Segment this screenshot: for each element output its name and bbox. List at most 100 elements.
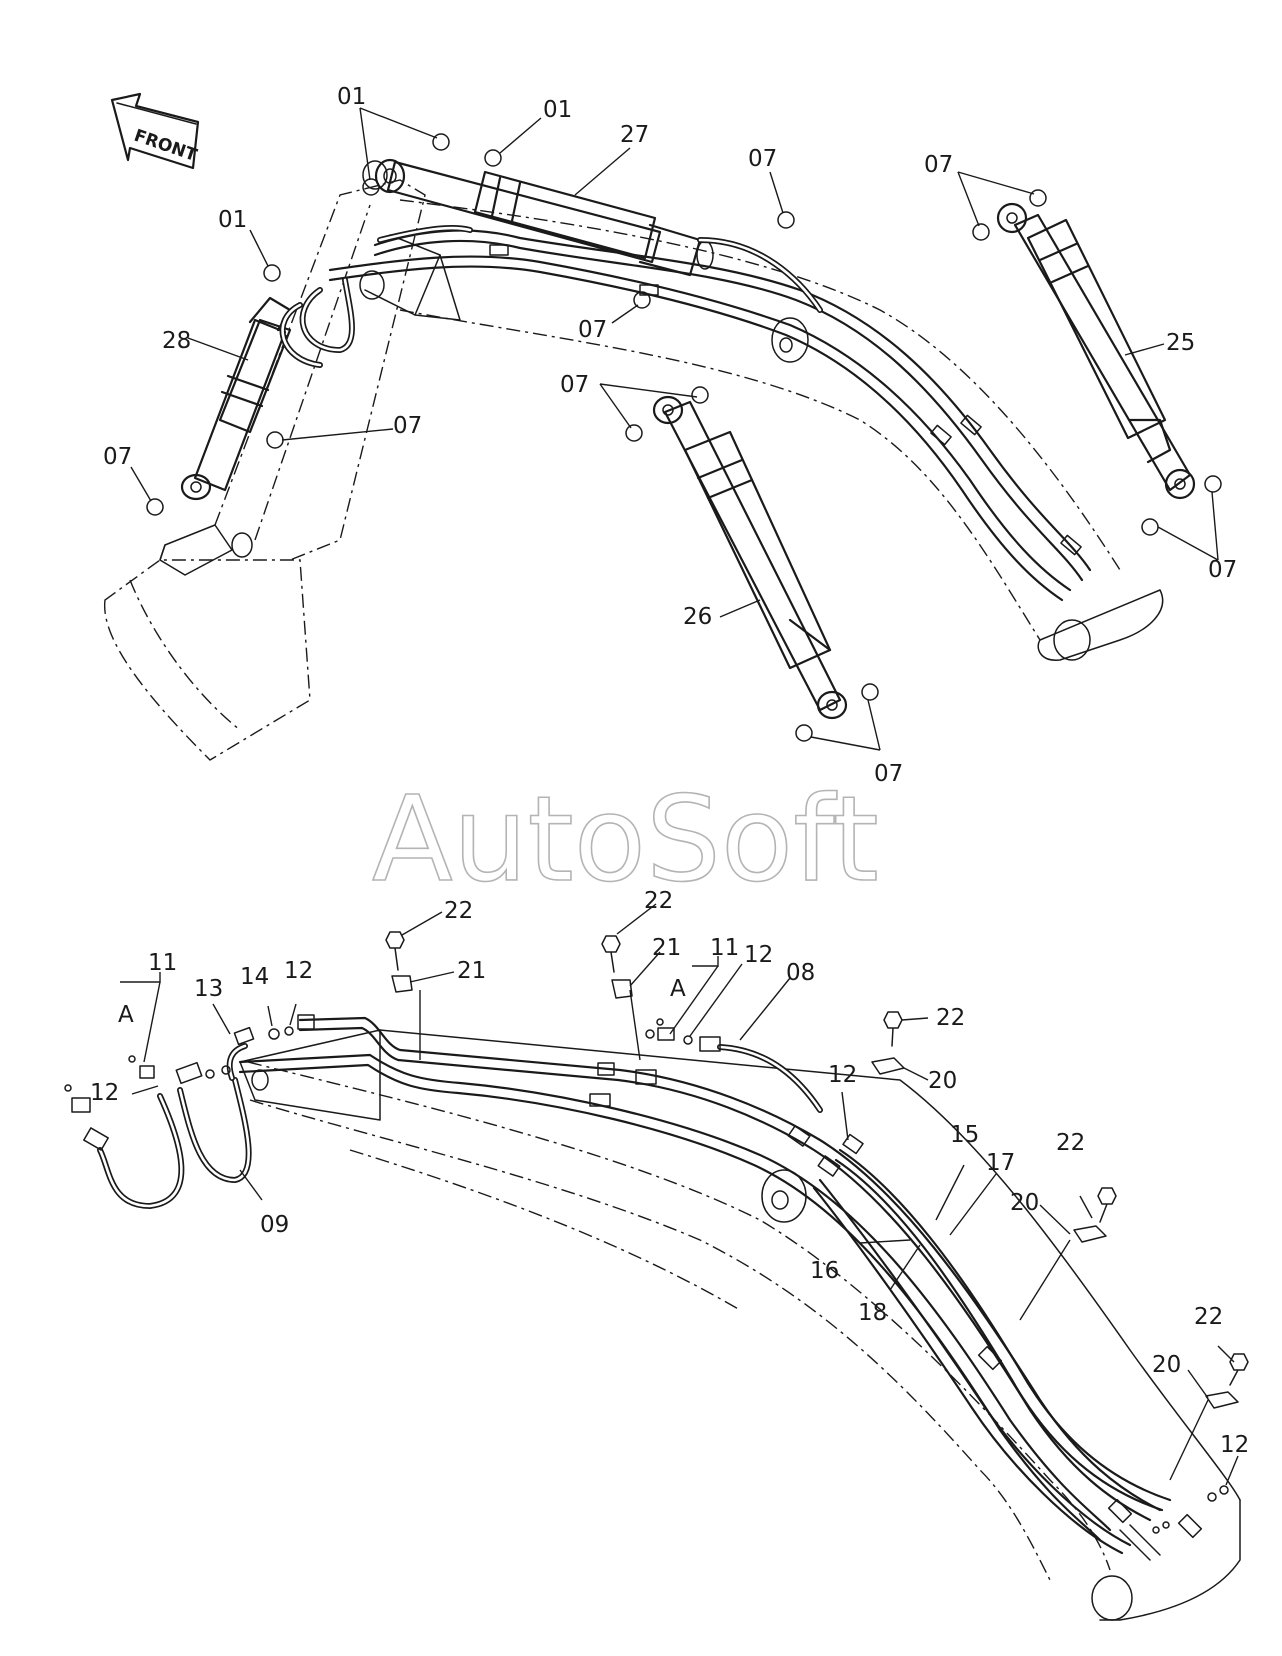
washer-icon — [484, 149, 502, 167]
callout-07: 07 — [924, 152, 953, 178]
front-direction-arrow: FRONT — [110, 92, 200, 170]
washer-icon — [432, 133, 450, 151]
callout-09: 09 — [260, 1212, 289, 1238]
o-ring-icon — [1152, 1526, 1160, 1534]
washer-icon — [263, 264, 281, 282]
upper-arm-assembly — [104, 160, 1164, 761]
fitting-icon — [635, 1069, 657, 1085]
callout-07: 07 — [560, 372, 589, 398]
washer-icon — [266, 431, 284, 449]
callout-a: A — [670, 976, 686, 1002]
callout-08: 08 — [786, 960, 815, 986]
lower-leader-lines — [120, 903, 1239, 1486]
callout-01: 01 — [337, 84, 366, 110]
fitting-icon — [71, 1097, 91, 1113]
bolt-icon — [1097, 1187, 1117, 1223]
callout-20: 20 — [1010, 1190, 1039, 1216]
upper-leader-lines — [130, 107, 1219, 751]
clamp-icon — [1205, 1391, 1239, 1409]
callout-11: 11 — [710, 935, 739, 961]
fitting-icon — [597, 1062, 615, 1076]
bolt-icon — [883, 1011, 903, 1047]
o-ring-icon — [683, 1035, 693, 1045]
callout-22: 22 — [444, 898, 473, 924]
clamp-icon — [1073, 1225, 1107, 1243]
bolt-icon — [385, 931, 405, 971]
upper-hydraulic-lines — [279, 225, 1092, 602]
washer-icon — [795, 724, 813, 742]
o-ring-icon — [1219, 1485, 1229, 1495]
callout-20: 20 — [1152, 1352, 1181, 1378]
callout-16: 16 — [810, 1258, 839, 1284]
o-ring-icon — [656, 1018, 664, 1026]
lower-pipes — [238, 1016, 1203, 1561]
callout-07: 07 — [578, 317, 607, 343]
callout-a: A — [118, 1002, 134, 1028]
callout-21: 21 — [457, 958, 486, 984]
callout-07: 07 — [1208, 557, 1237, 583]
watermark: AutoSoft — [372, 770, 879, 908]
fitting-icon — [175, 1061, 203, 1085]
washer-icon — [691, 386, 709, 404]
callout-17: 17 — [986, 1150, 1015, 1176]
callout-25: 25 — [1166, 330, 1195, 356]
callout-28: 28 — [162, 328, 191, 354]
callout-12: 12 — [828, 1062, 857, 1088]
callout-07: 07 — [748, 146, 777, 172]
callout-20: 20 — [928, 1068, 957, 1094]
o-ring-icon — [1162, 1521, 1170, 1529]
callout-13: 13 — [194, 976, 223, 1002]
callout-07: 07 — [393, 413, 422, 439]
callout-01: 01 — [218, 207, 247, 233]
callout-14: 14 — [240, 964, 269, 990]
callout-15: 15 — [950, 1122, 979, 1148]
callout-22: 22 — [644, 888, 673, 914]
callout-01: 01 — [543, 97, 572, 123]
washer-icon — [861, 683, 879, 701]
fitting-icon — [699, 1036, 721, 1052]
washer-icon — [1141, 518, 1159, 536]
washer-icon — [1029, 189, 1047, 207]
callout-27: 27 — [620, 122, 649, 148]
washer-icon — [777, 211, 795, 229]
bolt-icon — [601, 935, 621, 973]
washer-icon — [625, 424, 643, 442]
clamp-icon — [611, 979, 633, 999]
fitting-icon — [817, 1155, 841, 1177]
fitting-icon — [297, 1014, 315, 1030]
upper-callouts: 01 01 01 27 07 07 07 07 07 07 07 07 28 2… — [103, 84, 1237, 787]
o-ring-icon — [645, 1029, 655, 1039]
bolt-icon — [1229, 1353, 1249, 1386]
callout-18: 18 — [858, 1300, 887, 1326]
o-ring-icon — [1207, 1492, 1217, 1502]
washer-icon — [633, 291, 651, 309]
callout-22: 22 — [936, 1005, 965, 1031]
bucket-cylinder — [374, 158, 714, 277]
washer-icon — [1204, 475, 1222, 493]
boom-cylinder-right — [996, 202, 1196, 500]
fitting-icon — [842, 1133, 864, 1155]
boom-cylinder-left — [652, 395, 848, 720]
clamp-icon — [391, 975, 413, 993]
o-ring-icon — [128, 1055, 136, 1063]
callout-07: 07 — [874, 761, 903, 787]
callout-22: 22 — [1056, 1130, 1085, 1156]
lower-fittings — [64, 931, 1249, 1534]
lower-hoses — [97, 1043, 823, 1210]
callout-12: 12 — [90, 1080, 119, 1106]
callout-22: 22 — [1194, 1304, 1223, 1330]
o-ring-icon — [284, 1026, 294, 1036]
fitting-icon — [139, 1065, 155, 1079]
o-ring-icon — [64, 1084, 72, 1092]
washer-icon — [146, 498, 164, 516]
o-ring-icon — [205, 1069, 215, 1079]
washer-icon — [362, 178, 380, 196]
washer-icon — [972, 223, 990, 241]
fitting-icon — [787, 1125, 811, 1147]
callout-07: 07 — [103, 444, 132, 470]
fitting-icon — [233, 1026, 255, 1046]
callout-26: 26 — [683, 604, 712, 630]
lower-boom-assembly — [239, 1029, 1241, 1621]
fitting-icon — [83, 1127, 109, 1151]
